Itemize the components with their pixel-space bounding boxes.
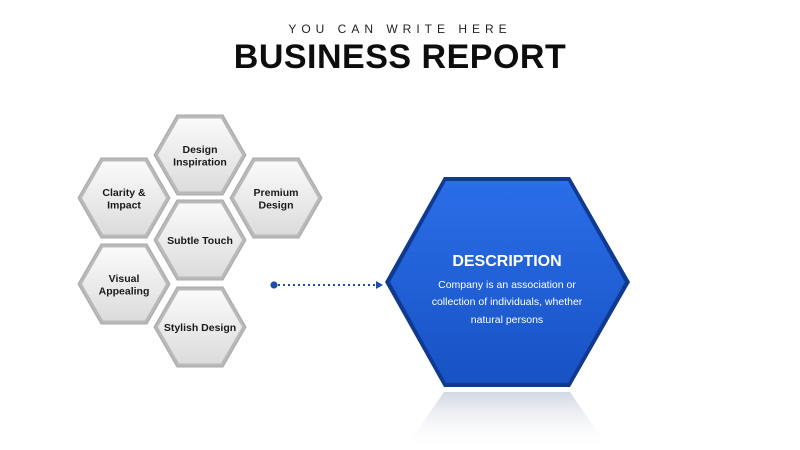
hexagon-label: Visual — [109, 273, 140, 285]
description-line-3: natural persons — [471, 314, 543, 326]
arrowhead-icon — [376, 281, 383, 289]
description-hexagon: DESCRIPTION Company is an association or… — [385, 177, 630, 387]
hexagon-label: Design — [182, 144, 217, 156]
slide-subtitle: YOU CAN WRITE HERE — [288, 22, 512, 36]
hexagon-stylish-design: Stylish Design — [153, 286, 247, 368]
slide-title: BUSINESS REPORT — [233, 38, 567, 76]
hexagon-subtle-touch: Subtle Touch — [153, 199, 247, 281]
hexagon-label: Appealing — [99, 285, 150, 297]
hexagon-label: Impact — [107, 199, 141, 211]
description-title: DESCRIPTION — [452, 253, 561, 270]
hexagon-clarity-impact: Clarity &Impact — [77, 157, 171, 239]
connector-dot — [270, 281, 278, 289]
description-line-2: collection of individuals, whether — [432, 296, 583, 308]
hexagon-label: Subtle Touch — [167, 235, 233, 247]
description-hexagon-reflection — [404, 392, 610, 450]
hexagon-label: Inspiration — [173, 156, 227, 168]
description-line-1: Company is an association or — [438, 279, 576, 291]
hexagon-label: Premium — [254, 187, 299, 199]
hexagon-label: Stylish Design — [164, 322, 236, 334]
hexagon-label: Clarity & — [102, 187, 146, 199]
connector-arrow — [270, 281, 383, 289]
hexagon-label: Design — [258, 199, 293, 211]
